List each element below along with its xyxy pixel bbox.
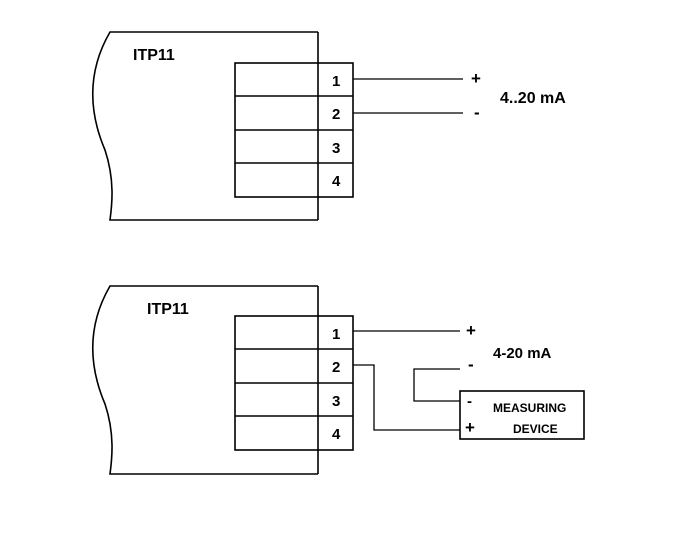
terminal-1-label: 1 bbox=[332, 326, 340, 343]
device-label-line-1: MEASURING bbox=[493, 401, 566, 415]
signal-label: 4..20 mA bbox=[500, 90, 566, 107]
device-label-line-2: DEVICE bbox=[513, 422, 558, 436]
minus-sign: - bbox=[468, 355, 474, 374]
terminal-4-label: 4 bbox=[332, 426, 341, 443]
device-plus-terminal: + bbox=[465, 418, 475, 437]
terminal-3-label: 3 bbox=[332, 140, 340, 157]
wire-terminal-2-to-device-plus bbox=[353, 364, 460, 431]
terminal-3-label: 3 bbox=[332, 393, 340, 410]
terminal-block: 1 2 3 4 bbox=[234, 315, 354, 451]
terminal-1-label: 1 bbox=[332, 73, 340, 90]
device-label: ITP11 bbox=[133, 47, 175, 64]
device-body-outline bbox=[92, 285, 318, 475]
terminal-2-label: 2 bbox=[332, 106, 340, 123]
plus-sign: + bbox=[471, 69, 481, 88]
diagram-1: ITP11 1 2 3 4 + - 4..20 mA bbox=[92, 31, 566, 221]
device-label: ITP11 bbox=[147, 301, 189, 318]
measuring-device-box: - + MEASURING DEVICE bbox=[459, 390, 585, 440]
plus-sign: + bbox=[466, 321, 476, 340]
diagram-2: ITP11 1 2 3 4 + - 4-20 mA - + MEASURING … bbox=[92, 285, 585, 475]
signal-label: 4-20 mA bbox=[493, 345, 552, 362]
minus-sign: - bbox=[474, 103, 480, 122]
terminal-4-label: 4 bbox=[332, 173, 341, 190]
device-body-outline bbox=[92, 31, 318, 221]
wire-minus-to-device bbox=[413, 368, 460, 402]
terminal-2-label: 2 bbox=[332, 359, 340, 376]
terminal-block: 1 2 3 4 bbox=[234, 62, 354, 198]
device-minus-terminal: - bbox=[467, 393, 472, 410]
